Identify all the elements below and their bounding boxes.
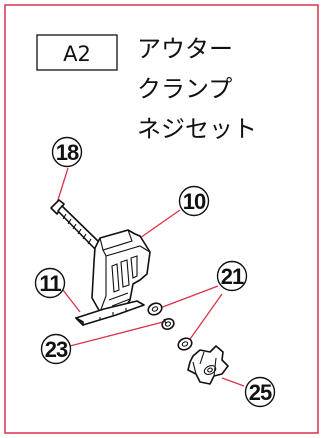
label-18-text: 18	[56, 140, 79, 165]
clamp-part	[91, 229, 151, 315]
leader-11	[62, 289, 81, 313]
pad-part	[75, 300, 145, 326]
knob-part	[187, 345, 229, 385]
leader-25	[221, 377, 245, 387]
leader-10	[139, 209, 181, 239]
kit-code-box	[36, 34, 118, 71]
label-18: 18	[51, 136, 83, 168]
label-21-text: 21	[221, 264, 244, 289]
label-10-text: 10	[183, 189, 206, 214]
kit-code: A2	[63, 42, 91, 66]
label-23-text: 23	[45, 337, 68, 362]
leader-21b	[187, 293, 223, 343]
label-11-text: 11	[39, 271, 61, 296]
label-21: 21	[216, 260, 248, 292]
label-25-text: 25	[249, 380, 272, 405]
outer-frame	[4, 4, 319, 434]
leader-21a	[159, 285, 219, 309]
label-11: 11	[34, 267, 66, 299]
title-line-1: アウター	[137, 35, 233, 63]
title-line-3: ネジセット	[137, 115, 257, 143]
label-25: 25	[244, 376, 276, 408]
washer-part-bottom	[177, 337, 193, 351]
spring-washer-part	[161, 318, 175, 330]
label-10: 10	[178, 185, 210, 217]
washer-part-top	[147, 302, 163, 316]
leader-18	[56, 167, 69, 204]
screw-part	[50, 199, 101, 250]
title-line-2: クランプ	[137, 75, 232, 103]
label-23: 23	[40, 333, 72, 365]
leader-23	[69, 321, 164, 347]
